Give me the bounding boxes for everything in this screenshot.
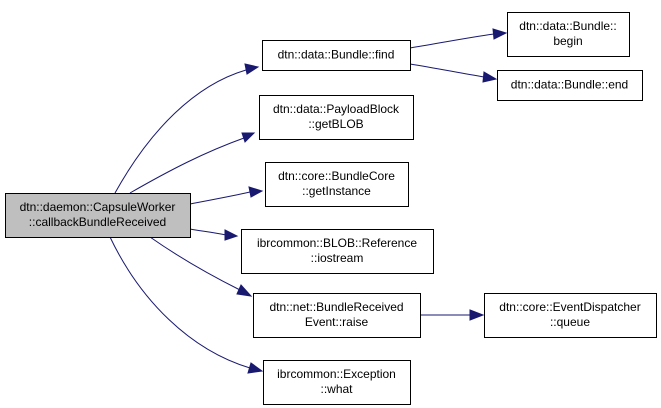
node-box [259, 95, 414, 140]
node-label-line: dtn::data::Bundle:: [519, 19, 616, 33]
node-box [253, 293, 421, 338]
node-label-line: dtn::core::EventDispatcher [499, 300, 640, 314]
node-box [497, 70, 643, 101]
nodes-layer: dtn::daemon::CapsuleWorker::callbackBund… [5, 12, 657, 405]
node-label-line: ::what [320, 382, 353, 396]
node-label-line: dtn::daemon::CapsuleWorker [20, 200, 176, 214]
edge-line [149, 236, 241, 291]
edge-line [129, 137, 245, 194]
arrowhead-icon [492, 28, 508, 40]
edge-line [114, 69, 247, 194]
node-box [265, 162, 409, 207]
edge-root-to-find [114, 63, 260, 194]
node-label-line: ::getInstance [302, 184, 371, 198]
node-label-line: dtn::data::Bundle::find [278, 48, 395, 62]
node-box [5, 193, 191, 238]
node-label-line: ::iostream [311, 251, 364, 265]
node-box [262, 40, 411, 71]
node-label-line: dtn::core::BundleCore [278, 169, 395, 183]
arrowhead-icon [224, 229, 239, 241]
edge-line [189, 191, 251, 205]
edge-line [409, 33, 495, 49]
edge-line [189, 228, 227, 236]
arrowhead-icon [236, 284, 253, 297]
node-label-line: ::callbackBundleReceived [29, 215, 166, 229]
node-label-line: ::getBLOB [308, 117, 363, 131]
node-box [241, 229, 434, 274]
node-what[interactable]: ibrcommon::Exception::what [263, 360, 411, 405]
node-getinstance[interactable]: dtn::core::BundleCore::getInstance [265, 162, 409, 207]
arrowhead-icon [244, 63, 260, 75]
node-label-line: ibrcommon::Exception [277, 367, 396, 381]
edge-line [409, 63, 485, 78]
edge-root-to-raise [149, 236, 253, 297]
edge-raise-to-queue [420, 309, 485, 321]
node-label-line: Event::raise [305, 315, 369, 329]
arrowhead-icon [482, 71, 498, 83]
node-box [507, 12, 630, 57]
edge-root-to-getinstance [189, 186, 264, 205]
node-box [484, 293, 657, 338]
node-label-line: ::queue [550, 315, 590, 329]
edge-root-to-what [109, 236, 264, 374]
arrowhead-icon [247, 362, 264, 374]
arrowhead-icon [241, 132, 256, 143]
node-label-line: dtn::data::PayloadBlock [273, 102, 400, 116]
edge-line [109, 236, 251, 369]
root-node[interactable]: dtn::daemon::CapsuleWorker::callbackBund… [5, 193, 191, 238]
arrowhead-icon [248, 186, 264, 198]
node-find[interactable]: dtn::data::Bundle::find [262, 40, 411, 71]
node-end[interactable]: dtn::data::Bundle::end [497, 70, 643, 101]
node-label-line: dtn::net::BundleReceived [269, 300, 403, 314]
node-begin[interactable]: dtn::data::Bundle::begin [507, 12, 630, 57]
node-label-line: ibrcommon::BLOB::Reference [257, 236, 417, 250]
node-iostream[interactable]: ibrcommon::BLOB::Reference::iostream [241, 229, 434, 274]
node-label-line: dtn::data::Bundle::end [511, 78, 628, 92]
edges-layer [109, 28, 508, 374]
node-box [263, 360, 411, 405]
edge-root-to-iostream [189, 228, 239, 241]
edge-find-to-end [409, 63, 498, 83]
edge-root-to-getblob [129, 132, 256, 194]
node-label-line: begin [553, 34, 582, 48]
node-getblob[interactable]: dtn::data::PayloadBlock::getBLOB [259, 95, 414, 140]
edge-find-to-begin [409, 28, 508, 49]
node-queue[interactable]: dtn::core::EventDispatcher::queue [484, 293, 657, 338]
arrowhead-icon [469, 309, 485, 321]
